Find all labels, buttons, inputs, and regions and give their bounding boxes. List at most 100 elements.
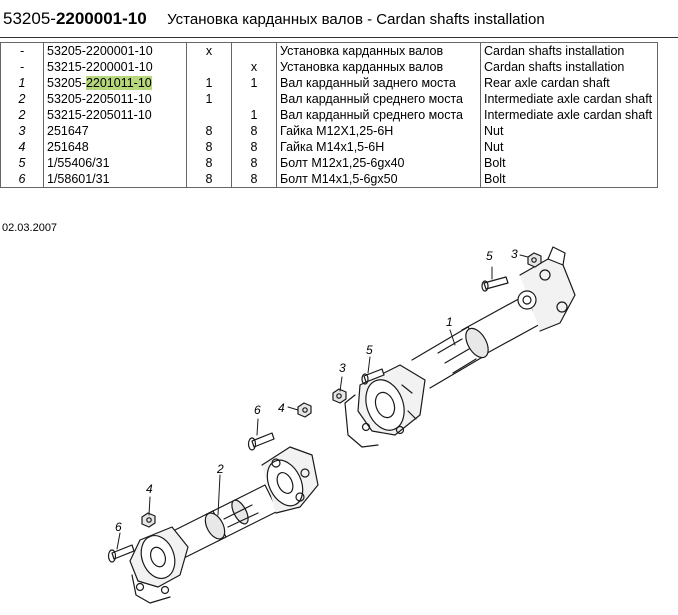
intermediate-axle-cardan-shaft (129, 446, 319, 604)
part-number-cell: 53215-2200001-10 (43, 59, 187, 75)
rear-axle-cardan-shaft (344, 246, 576, 448)
part-number-cell: 53215-2205011-10 (43, 107, 187, 123)
assembly-description: Установка карданных валов - Cardan shaft… (167, 11, 545, 28)
name-ru-cell: Болт М12х1,25-6gх40 (276, 155, 481, 171)
part-number-cell: 251647 (43, 123, 187, 139)
qty-53205-cell: 1 (186, 91, 232, 107)
name-en-cell: Bolt (480, 155, 658, 171)
position-cell: - (0, 42, 44, 59)
qty-53215-cell: 8 (231, 155, 277, 171)
name-ru-cell: Вал карданный среднего моста (276, 91, 481, 107)
callout-2: 2 (216, 462, 224, 476)
table-row[interactable]: 1 53205-2201011-10 1 1 Вал карданный зад… (0, 75, 658, 91)
table-row[interactable]: - 53205-2200001-10 x Установка карданных… (0, 42, 658, 59)
part-number: 53215-2200001-10 (47, 60, 153, 74)
name-ru-cell: Установка карданных валов (276, 42, 481, 59)
callout-5-top: 5 (486, 249, 493, 263)
page-title: 53205-2200001-10 Установка карданных вал… (3, 9, 545, 31)
callout-5-middle: 5 (366, 343, 373, 357)
name-en-cell: Bolt (480, 171, 658, 188)
qty-53215-cell: x (231, 59, 277, 75)
qty-53215-cell (231, 42, 277, 59)
name-en-cell: Intermediate axle cardan shaft (480, 107, 658, 123)
part-number-cell: 53205-2200001-10 (43, 42, 187, 59)
name-en-cell: Nut (480, 139, 658, 155)
name-ru-cell: Вал карданный среднего моста (276, 107, 481, 123)
title-divider (0, 37, 678, 38)
callout-3-top: 3 (511, 247, 518, 261)
position-cell: 1 (0, 75, 44, 91)
name-ru-cell: Болт М14х1,5-6gх50 (276, 171, 481, 188)
table-row[interactable]: 2 53205-2205011-10 1 Вал карданный средн… (0, 91, 658, 107)
qty-53215-cell (231, 91, 277, 107)
nut-3-top (527, 252, 542, 268)
table-row[interactable]: 4 251648 8 8 Гайка М14х1,5-6Н Nut (0, 139, 658, 155)
table-row[interactable]: 3 251647 8 8 Гайка М12Х1,25-6Н Nut (0, 123, 658, 139)
part-number: 53205-2205011-10 (47, 92, 152, 106)
name-ru-cell: Вал карданный заднего моста (276, 75, 481, 91)
part-number-cell: 1/58601/31 (43, 171, 187, 188)
qty-53205-cell (186, 107, 232, 123)
nut-4-upper (297, 402, 312, 418)
part-number-cell: 53205-2201011-10 (43, 75, 187, 91)
part-number-cell: 53205-2205011-10 (43, 91, 187, 107)
part-number: 53215-2205011-10 (47, 108, 152, 122)
position-cell: - (0, 59, 44, 75)
callout-6-lower: 6 (115, 520, 122, 534)
part-number: 1/55406/31 (47, 156, 110, 170)
exploded-view-drawing: 5 3 1 3 5 4 6 2 4 6 (107, 246, 576, 604)
name-en-cell: Intermediate axle cardan shaft (480, 91, 658, 107)
position-cell: 2 (0, 91, 44, 107)
part-number: 1/58601/31 (47, 172, 110, 186)
part-number: 53205- (47, 76, 86, 90)
name-ru-cell: Гайка М12Х1,25-6Н (276, 123, 481, 139)
qty-53205-cell: 8 (186, 155, 232, 171)
callout-4-lower: 4 (146, 482, 153, 496)
table-row[interactable]: 6 1/58601/31 8 8 Болт М14х1,5-6gх50 Bolt (0, 171, 658, 188)
table-row[interactable]: 2 53215-2205011-10 1 Вал карданный средн… (0, 107, 658, 123)
bolt-6-lower (107, 544, 135, 563)
qty-53205-cell: 8 (186, 123, 232, 139)
position-cell: 3 (0, 123, 44, 139)
assembly-code: 2200001-10 (55, 9, 147, 28)
name-en-cell: Cardan shafts installation (480, 59, 658, 75)
qty-53205-cell: 8 (186, 171, 232, 188)
part-number: 53205-2200001-10 (47, 44, 153, 58)
position-cell: 4 (0, 139, 44, 155)
name-en-cell: Rear axle cardan shaft (480, 75, 658, 91)
name-en-cell: Cardan shafts installation (480, 42, 658, 59)
part-number-cell: 251648 (43, 139, 187, 155)
qty-53205-cell: x (186, 42, 232, 59)
parts-table: - 53205-2200001-10 x Установка карданных… (0, 42, 658, 188)
bolt-5-top (481, 276, 509, 292)
name-ru-cell: Гайка М14х1,5-6Н (276, 139, 481, 155)
bolt-6-upper (247, 432, 275, 451)
qty-53215-cell: 8 (231, 123, 277, 139)
qty-53205-cell (186, 59, 232, 75)
qty-53215-cell: 8 (231, 139, 277, 155)
highlighted-part-number: 2201011-10 (85, 76, 152, 90)
nut-3-middle (332, 388, 347, 404)
document-date: 02.03.2007 (2, 222, 58, 234)
qty-53215-cell: 1 (231, 75, 277, 91)
callout-6-upper: 6 (254, 403, 261, 417)
callout-3-middle: 3 (339, 361, 346, 375)
qty-53215-cell: 1 (231, 107, 277, 123)
nut-4-lower (141, 512, 156, 528)
qty-53215-cell: 8 (231, 171, 277, 188)
part-number: 251648 (47, 140, 89, 154)
callout-4-upper: 4 (278, 401, 285, 415)
qty-53205-cell: 8 (186, 139, 232, 155)
assembly-code-prefix: 53205- (3, 9, 56, 28)
callout-1: 1 (446, 315, 453, 329)
position-cell: 6 (0, 171, 44, 188)
part-number-cell: 1/55406/31 (43, 155, 187, 171)
table-row[interactable]: 5 1/55406/31 8 8 Болт М12х1,25-6gх40 Bol… (0, 155, 658, 171)
part-number: 251647 (47, 124, 89, 138)
position-cell: 5 (0, 155, 44, 171)
name-ru-cell: Установка карданных валов (276, 59, 481, 75)
table-row[interactable]: - 53215-2200001-10 x Установка карданных… (0, 59, 658, 75)
qty-53205-cell: 1 (186, 75, 232, 91)
bolt-5-middle (361, 368, 385, 385)
name-en-cell: Nut (480, 123, 658, 139)
